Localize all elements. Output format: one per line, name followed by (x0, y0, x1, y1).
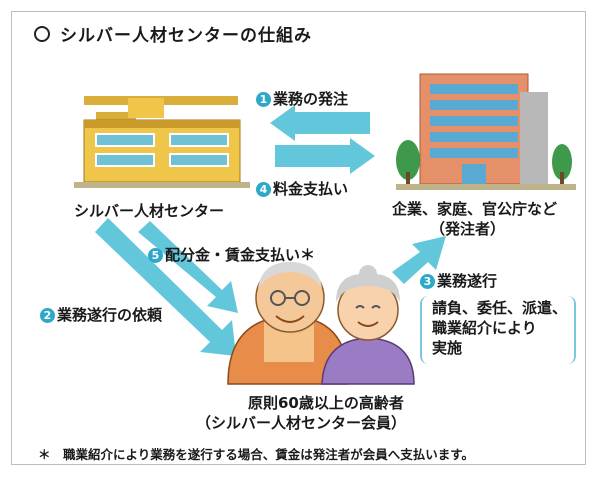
payment-arrow (275, 138, 375, 174)
methods-item: 実施 (432, 339, 463, 357)
elderly-role-label: （シルバー人材センター会員） (196, 414, 407, 432)
circle-bullet-icon (34, 26, 50, 42)
client-label: 企業、家庭、官公庁など (392, 200, 558, 218)
distribution-step-number: 5 (148, 248, 163, 263)
distribution-arrow (138, 221, 238, 313)
footnote: ＊ 職業紹介により業務を遂行する場合、賃金は発注者が会員へ支払います。 (38, 447, 475, 462)
elderly-label: 原則60歳以上の高齢者 (248, 394, 404, 412)
methods-item: 請負、委任、派遣、 (432, 299, 568, 317)
center-label: シルバー人材センター (74, 202, 225, 220)
client-role-label: （発注者） (430, 220, 506, 238)
request-arrow (95, 218, 236, 356)
center-building-icon (74, 96, 250, 188)
request-step-number: 2 (40, 308, 55, 323)
methods-bracket (420, 296, 576, 364)
execution-step-number: 3 (420, 274, 435, 289)
elderly-woman-icon (321, 265, 415, 385)
page-title: シルバー人材センターの仕組み (34, 21, 312, 46)
payment-step-number: 4 (256, 182, 271, 197)
elderly-man-icon (227, 262, 349, 385)
order-step-number: 1 (256, 92, 271, 107)
methods-list: 請負、委任、派遣、 職業紹介により 実施 (432, 298, 567, 358)
methods-item: 職業紹介により (432, 319, 537, 337)
client-building-icon (396, 73, 576, 190)
execution-arrow (392, 236, 446, 284)
order-arrow (270, 105, 370, 141)
